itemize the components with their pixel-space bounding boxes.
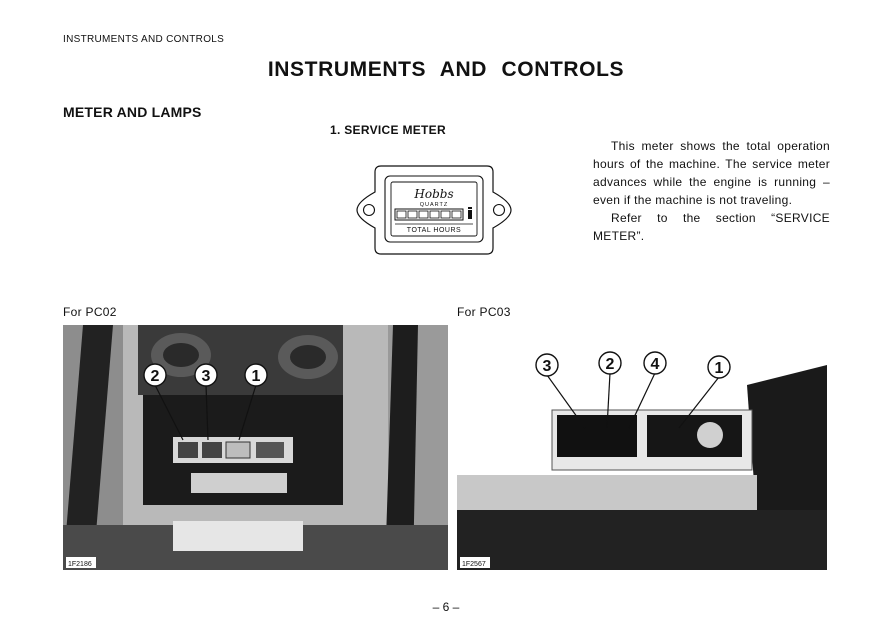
running-head: INSTRUMENTS AND CONTROLS [63,34,225,45]
callout-group-left: 2 3 1 [143,363,268,441]
body-paragraph-1: This meter shows the total operation hou… [593,139,830,207]
callout-3: 3 [202,368,211,385]
callout-1: 1 [252,368,261,385]
figure-code-right: 1F2567 [462,561,486,568]
callout-2: 2 [606,356,615,373]
callout-1: 1 [715,360,724,377]
body-paragraph-2: Refer to the section “SERVICE METER”. [593,211,830,243]
meter-brand: Hobbs [413,187,453,201]
callout-2: 2 [151,368,160,385]
photo-pc02-meters: 2 3 1 1F2186 [63,325,448,570]
callout-group-right: 3 2 4 1 [535,351,731,429]
page-number: – 6 – [432,600,460,614]
meter-label: TOTAL HOURS [407,227,461,234]
section-heading: METER AND LAMPS [63,104,202,120]
meter-digit-window [394,207,472,221]
figure-code-left: 1F2186 [68,561,92,568]
callout-4: 4 [651,356,660,373]
service-meter-illustration: Hobbs QUARTZ TOTAL HOURS [355,162,513,258]
photo-pc03-meters: 3 2 4 1 1F2567 [457,325,827,570]
page-title: INSTRUMENTS AND CONTROLS [267,58,625,81]
meter-sub-brand: QUARTZ [420,202,449,208]
figure-left-caption: For PC02 [63,305,117,319]
figure-right-caption: For PC03 [457,305,511,319]
callout-3: 3 [543,358,552,375]
subsection-heading: 1. SERVICE METER [330,123,446,137]
service-meter-description: This meter shows the total operation hou… [593,137,830,245]
